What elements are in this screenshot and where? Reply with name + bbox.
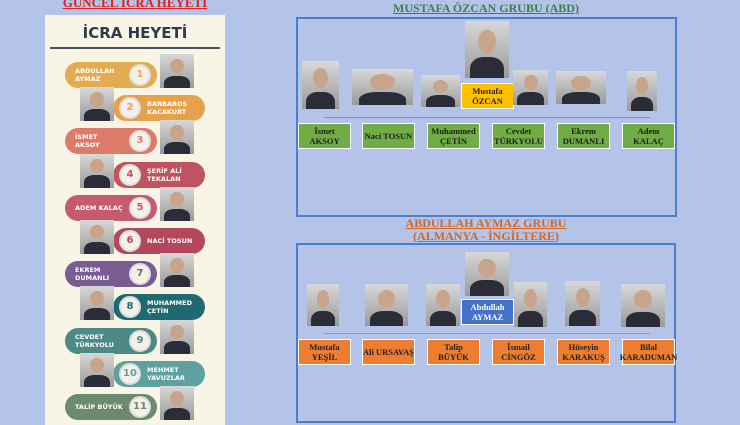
member-number: 8: [119, 296, 141, 319]
member-photo: [365, 284, 408, 326]
member-photo: [160, 319, 194, 354]
member-photo: [302, 61, 339, 109]
connector-line: [324, 117, 650, 118]
member-box: İsmail CİNGÖZ: [492, 339, 545, 365]
member-number: 10: [119, 362, 141, 385]
member-pill: MEHMET YAVUZLAR 10: [113, 360, 205, 387]
panel-heading: İCRA HEYETİ: [82, 24, 188, 42]
member-photo: [160, 386, 194, 420]
member-pill: TALİP BÜYÜK 11: [65, 394, 157, 420]
leader-photo: [465, 252, 509, 296]
leader-photo: [465, 21, 509, 78]
member-name: ABDULLAH AYMAZ: [75, 67, 115, 83]
member-number: 9: [129, 329, 151, 352]
group2-subtitle: (ALMANYA - İNGİLTERE): [413, 229, 559, 243]
member-pill: EKREM DUMANLI 7: [65, 261, 157, 288]
member-pill: ADEM KALAÇ 5: [65, 194, 157, 221]
leader-box: Abdullah AYMAZ: [461, 299, 514, 325]
member-pill: NACİ TOSUN 6: [113, 228, 205, 254]
group2-title: ABDULLAH AYMAZ GRUBU: [405, 216, 567, 230]
member-number: 3: [129, 130, 151, 153]
member-pill: ŞERİF ALİ TEKALAN 4: [113, 161, 205, 188]
member-photo: [514, 282, 547, 327]
divider: [50, 47, 220, 49]
member-name: İSMET AKSOY: [75, 133, 100, 150]
member-box: Naci TOSUN: [362, 123, 415, 149]
member-name: ŞERİF ALİ TEKALAN: [147, 166, 182, 183]
member-box: İsmet AKSOY: [298, 123, 351, 149]
member-number: 2: [119, 97, 141, 120]
member-photo: [421, 75, 460, 107]
member-number: 6: [119, 230, 141, 252]
member-name: NACİ TOSUN: [147, 237, 193, 245]
member-name: EKREM DUMANLI: [75, 266, 110, 283]
member-photo: [80, 286, 114, 321]
member-box: Ali URSAVAŞ: [362, 339, 415, 365]
member-photo: [513, 70, 548, 105]
member-photo: [565, 281, 600, 326]
member-photo: [160, 186, 194, 221]
member-box: Talip BÜYÜK: [427, 339, 480, 365]
member-photo: [621, 284, 665, 327]
member-name: TALİP BÜYÜK: [75, 403, 123, 411]
member-photo: [80, 87, 114, 122]
group1-title: MUSTAFA ÖZCAN GRUBU (ABD): [393, 1, 579, 15]
leader-box: Mustafa ÖZCAN: [461, 83, 514, 109]
member-photo: [160, 120, 194, 155]
connector-line: [324, 333, 650, 334]
member-name: MEHMET YAVUZLAR: [147, 365, 185, 382]
member-number: 11: [129, 396, 151, 418]
member-pill: ABDULLAH AYMAZ 1: [65, 62, 157, 88]
member-photo: [556, 71, 606, 104]
member-box: Mustafa YEŞİL: [298, 339, 351, 365]
member-photo: [426, 284, 460, 326]
member-photo: [307, 284, 339, 326]
member-photo: [352, 69, 413, 105]
member-name: CEVDET TÜRKYOLU: [75, 332, 114, 349]
member-box: Adem KALAÇ: [622, 123, 675, 149]
member-name: ADEM KALAÇ: [75, 203, 123, 212]
member-box: Ekrem DUMANLI: [557, 123, 610, 149]
member-pill: CEVDET TÜRKYOLU 9: [65, 327, 157, 354]
member-photo: [627, 71, 657, 111]
member-photo: [80, 220, 114, 254]
member-number: 4: [119, 163, 141, 186]
member-box: Cevdet TÜRKYOLU: [492, 123, 545, 149]
member-photo: [80, 153, 114, 188]
member-pill: BARBAROS KACAKURT 2: [113, 95, 205, 122]
member-photo: [160, 253, 194, 288]
member-photo: [160, 54, 194, 88]
member-name: BARBAROS KACAKURT: [147, 100, 188, 117]
member-box: Bilal KARADUMAN: [620, 339, 677, 365]
member-number: 5: [129, 196, 151, 219]
member-number: 7: [129, 263, 151, 286]
banner-title: GÜNCEL İCRA HEYETİ: [62, 0, 208, 10]
group1-chart: [296, 17, 677, 217]
member-number: 1: [129, 64, 151, 86]
member-name: MUHAMMED ÇETİN: [147, 299, 192, 316]
member-pill: İSMET AKSOY 3: [65, 128, 157, 155]
member-box: Hüseyin KARAKUŞ: [557, 339, 610, 365]
member-pill: MUHAMMED ÇETİN 8: [113, 294, 205, 321]
member-photo: [80, 352, 114, 387]
member-box: Muhammed ÇETİN: [427, 123, 480, 149]
